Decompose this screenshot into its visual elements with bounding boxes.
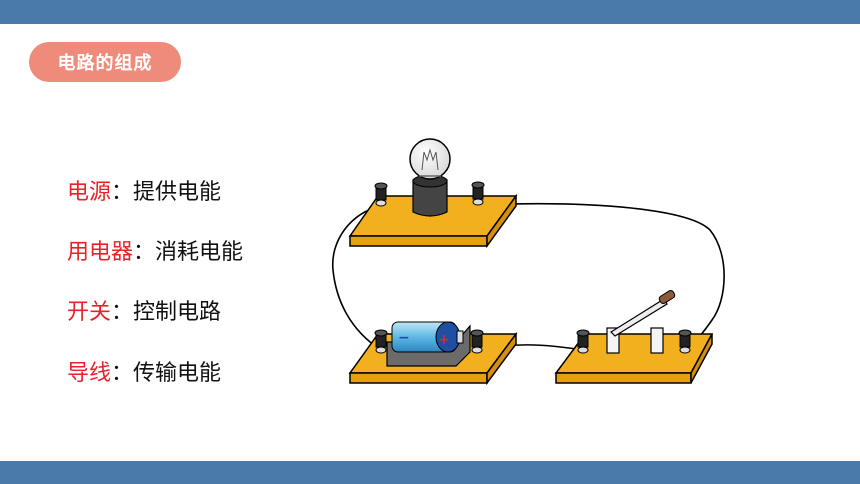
terminal-left-bulb (374, 182, 388, 207)
item-switch: 开关：控制电路 (67, 294, 221, 326)
item-power-source: 电源：提供电能 (67, 174, 221, 206)
item-appliance: 用电器：消耗电能 (67, 234, 243, 266)
item-term: 导线 (67, 361, 112, 386)
wire-bulb-to-battery (332, 205, 382, 351)
slide-title: 电路的组成 (29, 42, 181, 82)
item-description: 控制电路 (133, 300, 222, 325)
item-separator: ： (111, 180, 134, 205)
terminal-right-bulb (471, 181, 485, 206)
light-bulb (409, 138, 451, 217)
item-separator: ： (133, 240, 156, 265)
battery-positive-label: + (438, 332, 450, 348)
battery: − + (386, 321, 471, 367)
item-description: 提供电能 (133, 180, 222, 205)
item-description: 传输电能 (133, 361, 222, 386)
item-description: 消耗电能 (155, 240, 244, 265)
item-wire: 导线：传输电能 (67, 355, 221, 387)
terminal-right-battery (470, 329, 484, 354)
battery-negative-label: − (398, 330, 410, 346)
knife-switch (606, 290, 676, 354)
item-term: 电源 (67, 180, 112, 205)
terminal-left-battery (374, 329, 388, 354)
switch-board (554, 333, 714, 384)
item-term: 用电器 (67, 240, 134, 265)
terminal-left-switch (576, 329, 590, 354)
bottom-banner (0, 461, 860, 484)
item-separator: ： (111, 361, 134, 386)
wire-bulb-to-switch (477, 202, 725, 350)
item-term: 开关 (67, 300, 112, 325)
terminal-right-switch (678, 329, 692, 354)
item-separator: ： (111, 300, 134, 325)
top-banner (0, 0, 860, 24)
